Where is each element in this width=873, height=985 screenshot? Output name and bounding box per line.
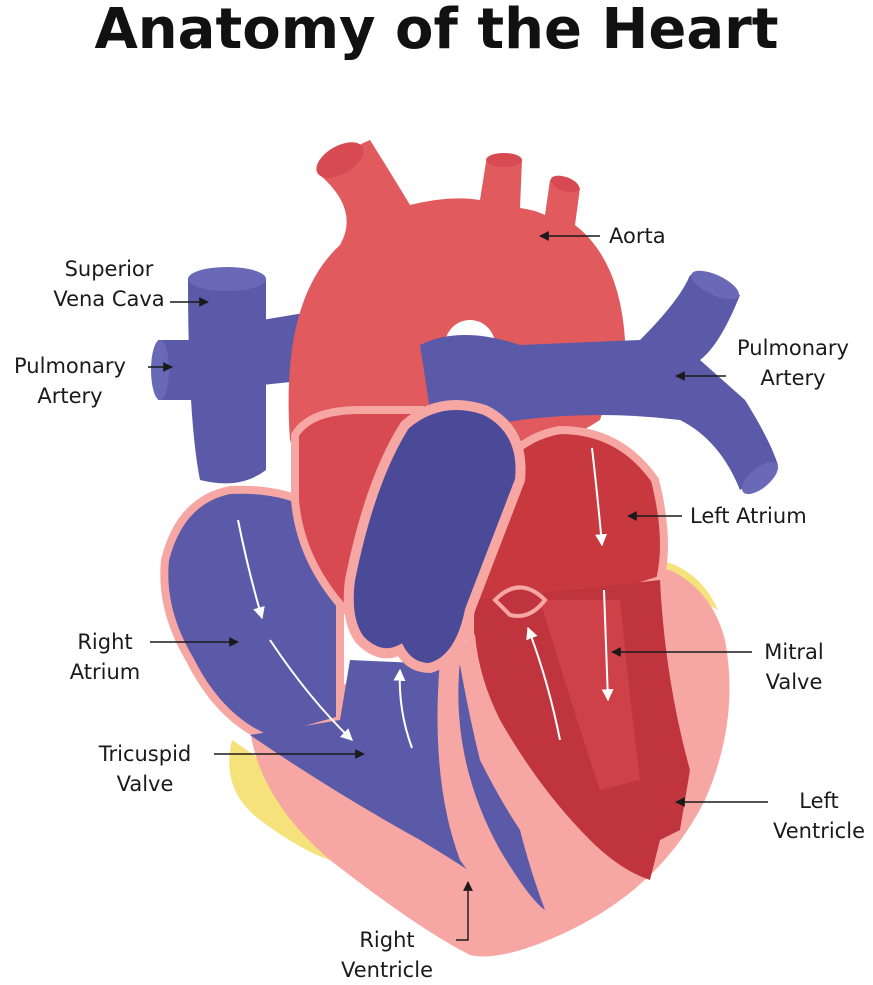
label-mitral-valve-line-1: Mitral [764, 640, 824, 664]
pulmonary-trunk [343, 400, 526, 674]
label-left-ventricle-line-2: Ventricle [773, 819, 865, 843]
mitral-valve-leaflet [492, 585, 548, 618]
label-right-atrium-line-2: Atrium [69, 660, 141, 684]
label-left-ventricle-line-1: Left [799, 789, 839, 813]
aorta-opening [316, 142, 364, 178]
label-left-ventricle: Left Ventricle [768, 786, 870, 846]
flow-arrow-right-ventricle [393, 668, 413, 749]
label-pulmonary-artery-right-line-1: Pulmonary [737, 336, 849, 360]
label-mitral-valve-line-2: Valve [765, 670, 823, 694]
label-superior-vena-cava: Superior Vena Cava [14, 254, 204, 314]
flow-arrow-tricuspid [269, 639, 353, 741]
label-mitral-valve: Mitral Valve [748, 637, 840, 697]
label-pulmonary-artery-right-line-2: Artery [760, 366, 826, 390]
pulmonary-artery-right-opening [691, 270, 739, 300]
pulmonary-artery-right-vessel [420, 275, 778, 490]
label-aorta: Aorta [609, 221, 666, 251]
leader-right-ventricle [456, 881, 473, 941]
superior-vena-cava-opening [188, 267, 266, 291]
label-tricuspid-valve-line-2: Valve [116, 772, 174, 796]
aorta-branch-opening-1 [486, 153, 522, 167]
flow-arrow-mitral [601, 589, 614, 702]
superior-vena-cava [188, 270, 266, 484]
flow-arrow-left-atrium [591, 447, 608, 547]
label-superior-vena-cava-line-2: Vena Cava [53, 287, 165, 311]
page-title: Anatomy of the Heart [94, 0, 779, 62]
label-right-ventricle: Right Ventricle [322, 925, 452, 985]
label-superior-vena-cava-line-1: Superior [64, 257, 154, 281]
label-right-ventricle-line-1: Right [359, 928, 415, 952]
pulmonary-artery-left-opening [151, 340, 169, 400]
label-tricuspid-valve: Tricuspid Valve [70, 739, 220, 799]
label-pulmonary-artery-left: Pulmonary Artery [0, 351, 140, 411]
label-right-atrium-line-1: Right [77, 630, 133, 654]
label-aorta-line-1: Aorta [609, 224, 666, 248]
flow-arrow-left-ventricle [526, 626, 561, 741]
label-right-ventricle-line-2: Ventricle [341, 958, 433, 982]
label-pulmonary-artery-left-line-2: Artery [37, 384, 103, 408]
label-left-atrium: Left Atrium [690, 501, 807, 531]
aorta-branch-opening-2 [550, 175, 580, 193]
label-tricuspid-valve-line-1: Tricuspid [98, 742, 192, 766]
label-left-atrium-line-1: Left Atrium [690, 504, 807, 528]
label-pulmonary-artery-left-line-1: Pulmonary [14, 354, 126, 378]
flow-arrow-right-atrium [237, 519, 265, 620]
label-right-atrium: Right Atrium [40, 627, 170, 687]
septum [437, 660, 545, 920]
label-pulmonary-artery-right: Pulmonary Artery [728, 333, 858, 393]
pulmonary-artery-lower-opening [741, 461, 779, 495]
